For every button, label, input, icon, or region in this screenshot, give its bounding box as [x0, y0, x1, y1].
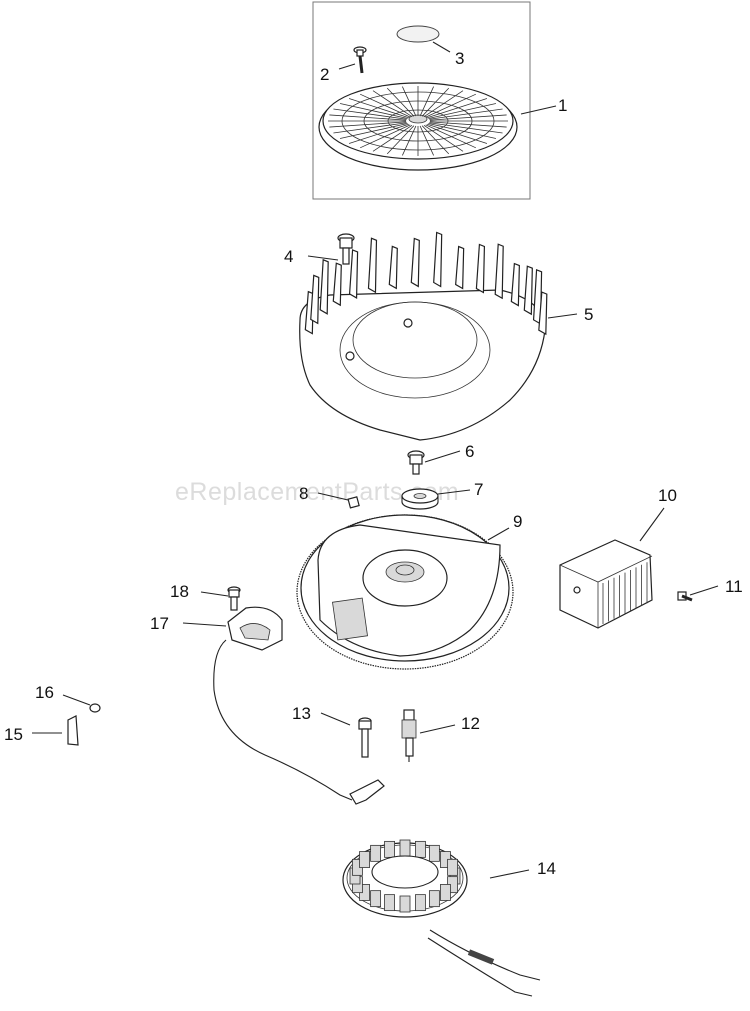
spark-plug[interactable] [401, 709, 417, 762]
leader-3 [432, 41, 451, 53]
fan-screw[interactable] [337, 233, 355, 265]
leader-12 [419, 724, 456, 734]
leader-16 [62, 694, 91, 706]
callout-11[interactable]: 11 [725, 577, 743, 596]
leader-9 [487, 527, 510, 541]
flywheel-key[interactable] [347, 496, 360, 509]
stator[interactable] [342, 839, 541, 997]
flywheel-bolt[interactable] [407, 450, 425, 475]
fan-housing[interactable] [299, 231, 548, 441]
callout-12[interactable]: 12 [461, 714, 480, 733]
leader-1 [520, 105, 557, 115]
callout-9[interactable]: 9 [513, 512, 522, 531]
flywheel[interactable] [296, 514, 514, 670]
callout-4[interactable]: 4 [284, 247, 293, 266]
leader-6 [424, 450, 461, 463]
ignition-module[interactable] [213, 606, 385, 805]
callout-13[interactable]: 13 [292, 704, 311, 723]
leader-10 [639, 507, 665, 542]
mounting-bolt[interactable] [358, 717, 372, 758]
leader-7 [437, 489, 471, 495]
rectifier-regulator[interactable] [559, 539, 653, 629]
callout-15[interactable]: 15 [4, 725, 23, 744]
leader-4 [307, 255, 339, 261]
small-washer[interactable] [89, 703, 101, 713]
callout-7[interactable]: 7 [474, 480, 483, 499]
callout-8[interactable]: 8 [299, 484, 308, 503]
callout-16[interactable]: 16 [35, 683, 54, 702]
leader-17 [182, 622, 227, 627]
callout-14[interactable]: 14 [537, 859, 556, 878]
leader-18 [200, 591, 229, 597]
leader-8 [317, 492, 349, 501]
callout-18[interactable]: 18 [170, 582, 189, 601]
leader-2 [338, 63, 356, 70]
coil-screw[interactable] [227, 586, 241, 611]
callout-6[interactable]: 6 [465, 442, 474, 461]
ground-clip[interactable] [67, 715, 79, 746]
leader-11 [689, 585, 719, 596]
screen-decal[interactable] [396, 25, 440, 43]
rectifier-screw[interactable] [677, 591, 693, 602]
callout-10[interactable]: 10 [658, 486, 677, 505]
flywheel-washer[interactable] [401, 488, 439, 510]
grass-screen[interactable] [318, 82, 518, 171]
callout-3[interactable]: 3 [455, 49, 464, 68]
leader-13 [320, 712, 351, 726]
screen-group-box [312, 1, 531, 200]
callout-5[interactable]: 5 [584, 305, 593, 324]
callout-1[interactable]: 1 [558, 96, 567, 115]
callout-17[interactable]: 17 [150, 614, 169, 633]
leader-5 [547, 313, 578, 319]
screen-screw[interactable] [353, 46, 367, 74]
callout-2[interactable]: 2 [320, 65, 329, 84]
leader-14 [489, 869, 530, 879]
